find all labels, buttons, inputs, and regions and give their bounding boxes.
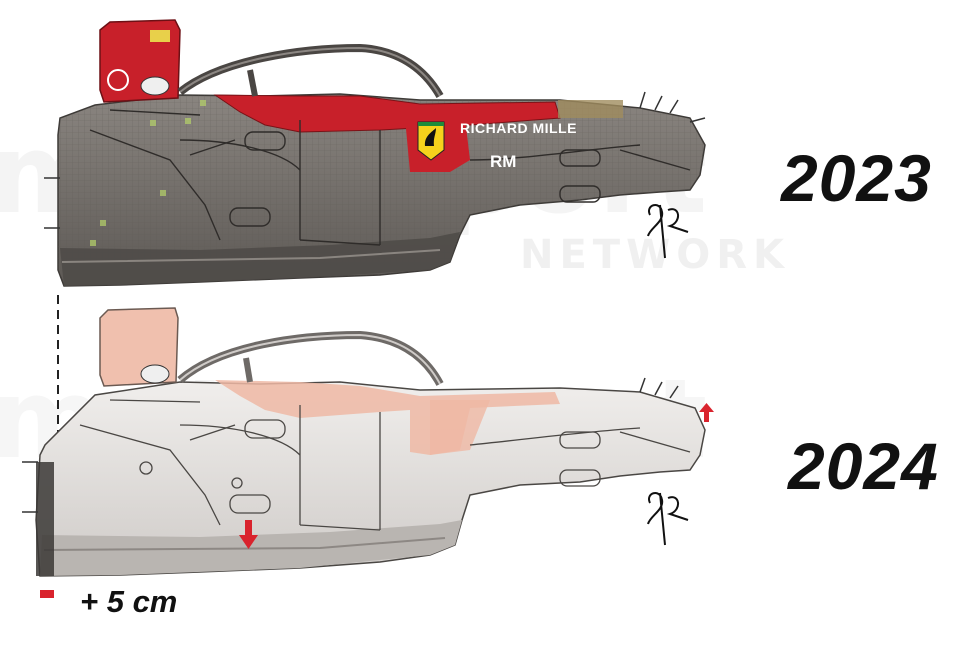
up-arrow-icon <box>699 403 714 422</box>
changed-area-upper <box>215 380 560 455</box>
sponsor-text: RICHARD MILLE <box>460 120 577 136</box>
artist-signature-icon <box>647 204 689 546</box>
watermark-network-top: NETWORK <box>520 232 791 278</box>
ferrari-prancing-horse-icon <box>417 121 445 161</box>
halo-2023 <box>177 43 444 99</box>
year-label-2023: 2023 <box>781 141 932 215</box>
down-arrow-icon <box>239 520 258 549</box>
red-upper-stripe <box>213 94 561 133</box>
year-label-2024: 2024 <box>788 429 939 503</box>
sponsor-logo: RM <box>490 152 517 171</box>
height-change-label: + 5 cm <box>80 584 178 619</box>
halo-2024 <box>177 330 444 386</box>
chassis-2023 <box>44 19 706 287</box>
chassis-2024 <box>22 307 714 577</box>
height-change-marker <box>40 590 54 598</box>
